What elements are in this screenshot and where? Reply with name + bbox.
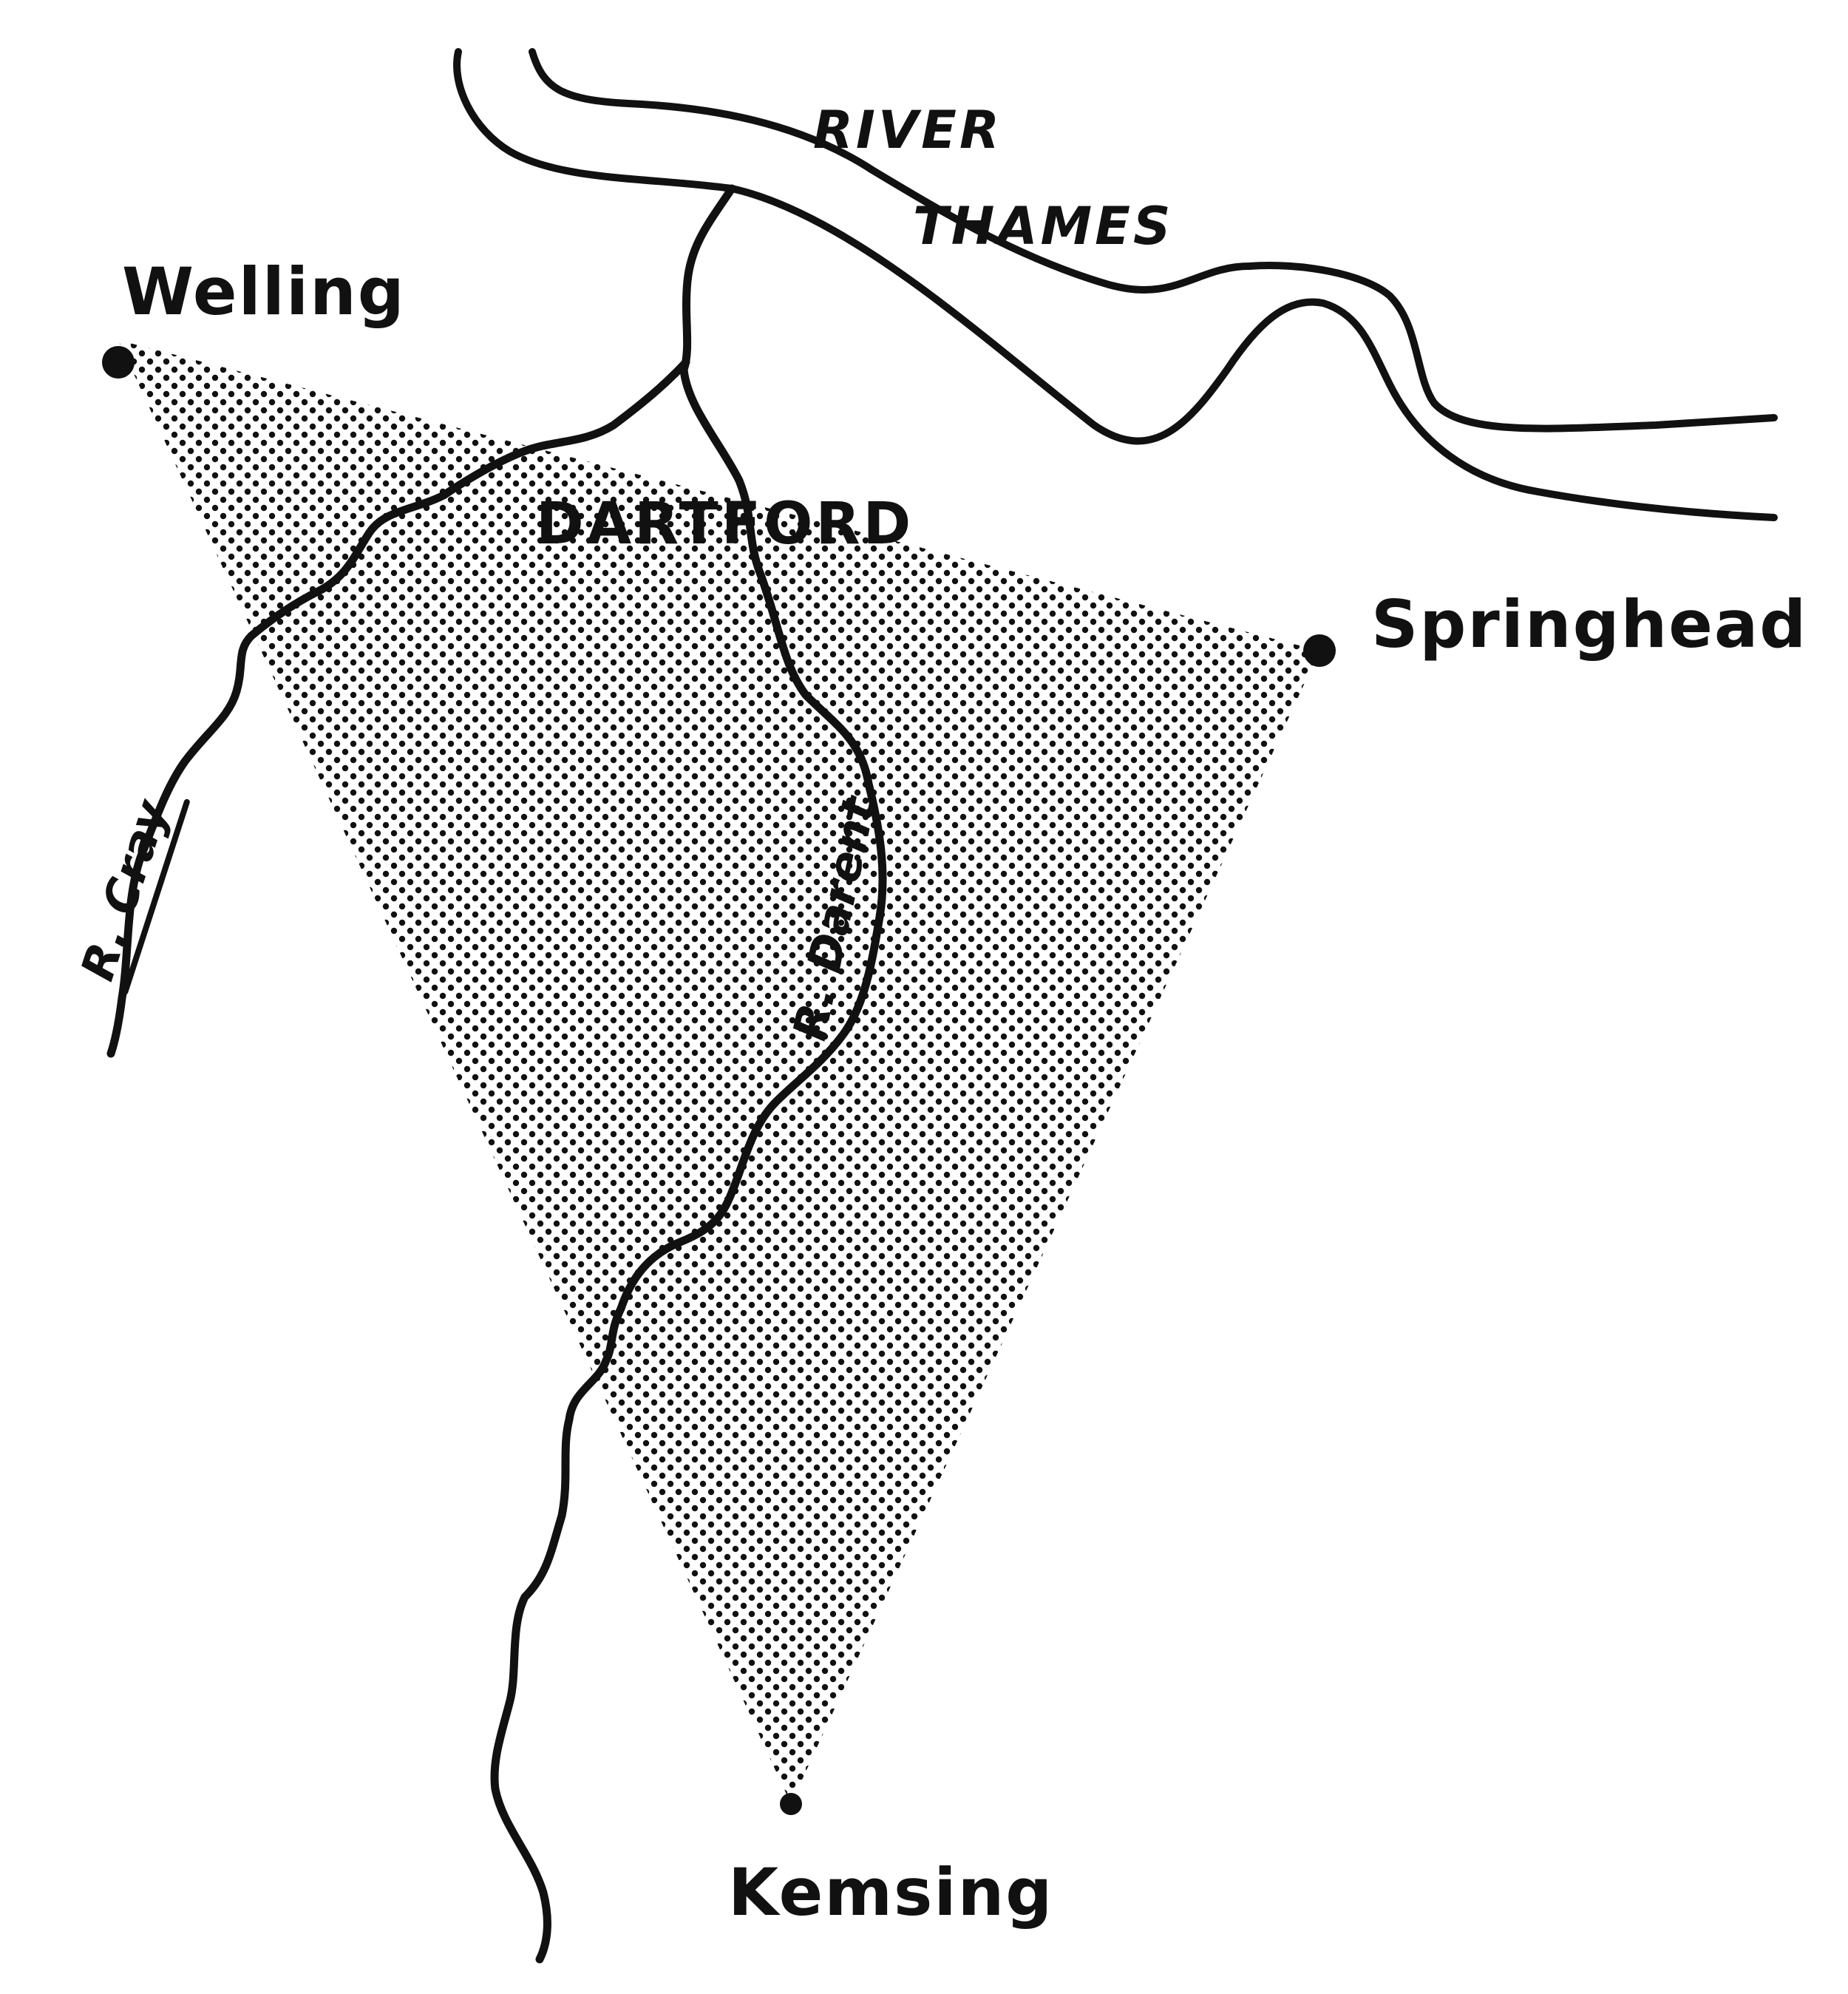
thames-label-line2: THAMES bbox=[913, 196, 1173, 257]
welling-label: Welling bbox=[122, 254, 406, 330]
cray-label: R. Cray bbox=[70, 792, 180, 986]
stippled-region bbox=[118, 340, 1319, 1804]
river-darent bbox=[490, 184, 887, 1964]
cray-label-group: R. Cray bbox=[70, 792, 190, 995]
springhead-label: Springhead bbox=[1371, 586, 1807, 662]
cray-label-underline bbox=[122, 798, 190, 995]
thames-north-bank bbox=[529, 48, 1778, 433]
thames-south-bank bbox=[453, 48, 1778, 521]
dartford-label: DARTFORD bbox=[536, 491, 914, 557]
kemsing-marker bbox=[780, 1793, 802, 1815]
welling-marker bbox=[102, 346, 135, 379]
thames-label-line1: RIVER bbox=[813, 100, 1002, 160]
springhead-marker bbox=[1303, 634, 1336, 667]
river-cray bbox=[106, 358, 690, 1058]
kemsing-label: Kemsing bbox=[728, 1854, 1053, 1930]
